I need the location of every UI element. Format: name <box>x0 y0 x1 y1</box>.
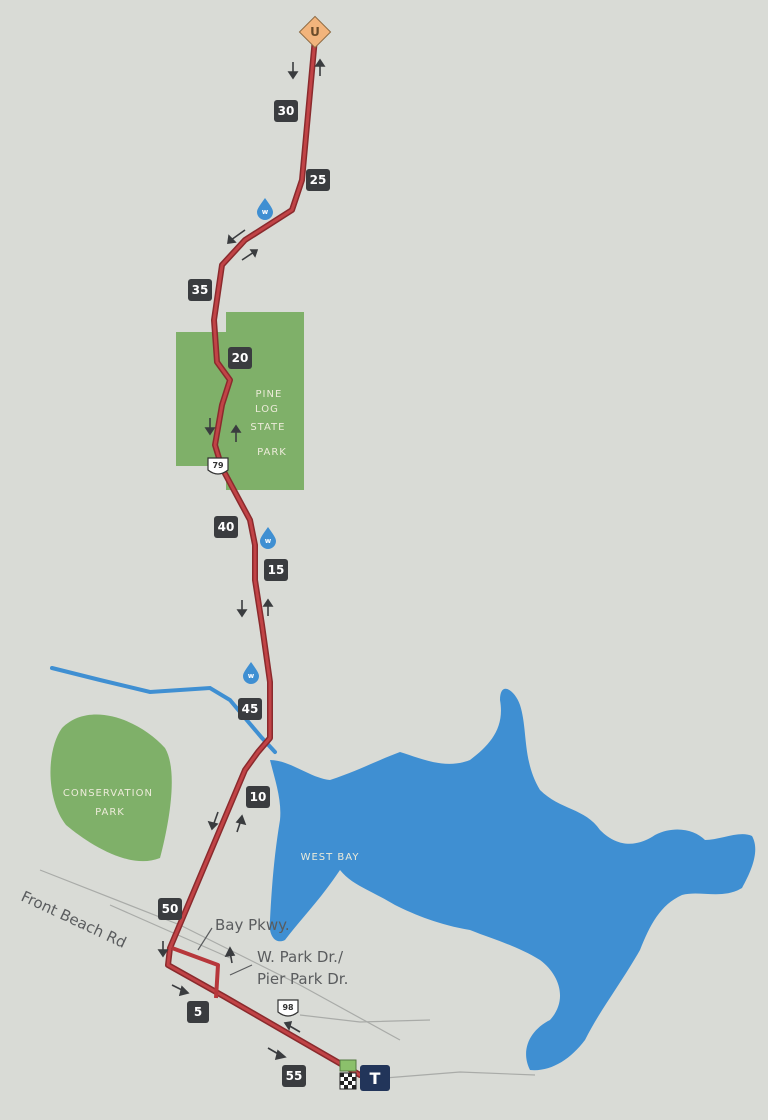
turnaround-icon: U <box>298 15 332 49</box>
water-station-icon: w <box>260 527 276 549</box>
mile-marker: 15 <box>264 559 288 581</box>
direction-arrow-icon <box>236 600 248 618</box>
mile-marker-label: 55 <box>286 1069 303 1083</box>
conservation-park <box>50 714 172 862</box>
park-label-line: STATE <box>250 422 285 433</box>
mile-marker: 25 <box>306 169 330 191</box>
direction-arrow-icon <box>227 229 246 244</box>
direction-arrows <box>157 58 326 1061</box>
creek <box>50 666 277 754</box>
highway-shield-label: 98 <box>282 1003 294 1012</box>
mile-marker-label: 20 <box>232 351 249 365</box>
race-route-loop <box>171 946 220 999</box>
mile-marker-label: 25 <box>310 173 327 187</box>
highway-shield-label: 79 <box>212 461 224 470</box>
park-label-line: PARK <box>95 807 125 818</box>
mile-marker: 55 <box>282 1065 306 1087</box>
turnaround-label: U <box>310 25 320 39</box>
label-leaders <box>197 927 253 976</box>
direction-arrow-icon <box>230 424 242 442</box>
svg-text:w: w <box>262 208 269 216</box>
direction-arrow-icon <box>171 984 190 997</box>
west-bay-label: WEST BAY <box>301 852 360 863</box>
mile-marker-label: 50 <box>162 902 179 916</box>
minor-roads <box>39 869 536 1079</box>
mile-marker: 50 <box>158 898 182 920</box>
mile-marker: 35 <box>188 279 212 301</box>
mile-marker-label: 35 <box>192 283 209 297</box>
direction-arrow-icon <box>314 58 326 76</box>
mile-marker-label: 5 <box>194 1005 202 1019</box>
direction-arrow-icon <box>204 418 216 436</box>
park-label-line: CONSERVATION <box>63 788 153 799</box>
street-label-w-park: W. Park Dr./ <box>257 948 344 966</box>
park-label-line: PARK <box>257 447 287 458</box>
direction-arrow-icon <box>235 814 247 833</box>
highway-shield: 79 <box>207 457 229 475</box>
mile-marker-label: 30 <box>278 104 295 118</box>
direction-arrow-icon <box>283 1021 301 1033</box>
svg-text:PINE LOG STATE PAR: PINE LOG STATE PARK <box>250 389 289 458</box>
direction-arrow-icon <box>267 1047 287 1061</box>
start-icon <box>339 1059 357 1072</box>
svg-text:w: w <box>265 537 272 545</box>
street-label-bay-pkwy: Bay Pkwy. <box>215 916 290 934</box>
highway-shield: 98 <box>277 999 299 1017</box>
park-label-line: LOG <box>255 404 279 415</box>
svg-text:CONSERVATION PARK: CONSERVATION PARK <box>63 788 157 818</box>
mile-marker: 5 <box>187 1001 209 1023</box>
mile-marker: 10 <box>246 786 270 808</box>
mile-marker: 20 <box>228 347 252 369</box>
direction-arrow-icon <box>207 811 219 831</box>
transit-icon: T <box>360 1065 390 1091</box>
pine-log-state-park-east <box>226 312 304 490</box>
direction-arrow-icon <box>224 946 236 964</box>
street-label-pier-park: Pier Park Dr. <box>257 970 348 988</box>
race-route-inner <box>166 36 362 1077</box>
park-label-line: PINE <box>256 389 283 400</box>
mile-marker-label: 15 <box>268 563 285 577</box>
direction-arrow-icon <box>157 941 169 958</box>
direction-arrow-icon <box>241 249 259 261</box>
direction-arrow-icon <box>287 62 299 80</box>
water-station-icon: w <box>257 198 273 220</box>
transit-label: T <box>370 1069 381 1088</box>
mile-marker-label: 45 <box>242 702 259 716</box>
west-bay <box>269 688 756 1071</box>
mile-marker: 45 <box>238 698 262 720</box>
finish-flag-icon <box>339 1072 357 1090</box>
direction-arrow-icon <box>262 598 274 616</box>
mile-marker: 30 <box>274 100 298 122</box>
water-station-icon: w <box>243 662 259 684</box>
mile-marker-label: 40 <box>218 520 235 534</box>
mile-marker-label: 10 <box>250 790 267 804</box>
svg-text:w: w <box>248 672 255 680</box>
mile-marker: 40 <box>214 516 238 538</box>
